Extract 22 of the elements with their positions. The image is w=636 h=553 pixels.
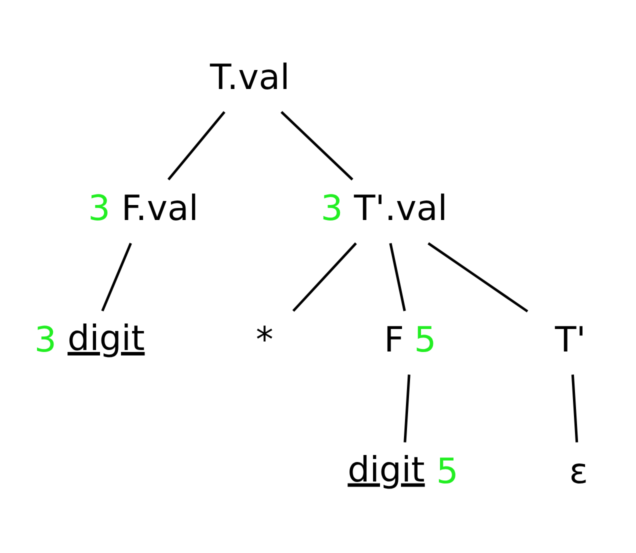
node-text: F xyxy=(384,320,404,360)
connector xyxy=(280,110,354,180)
node-text: T.val xyxy=(210,57,290,98)
node-text: T'.val xyxy=(354,188,448,229)
connector xyxy=(389,242,406,311)
connector xyxy=(404,374,410,442)
node-label: 3 xyxy=(320,188,343,229)
connector xyxy=(428,242,528,312)
node-label: 3 xyxy=(34,320,56,360)
node-text: digit xyxy=(348,450,425,490)
node-text: F.val xyxy=(121,188,198,229)
node-text: * xyxy=(256,320,274,360)
node-label: 5 xyxy=(436,451,458,492)
connector xyxy=(571,374,578,442)
connector xyxy=(168,110,226,180)
node-text: digit xyxy=(68,318,145,358)
node-label: 5 xyxy=(414,320,436,360)
node-label: 3 xyxy=(88,188,110,229)
connector xyxy=(292,242,357,312)
node-text: T' xyxy=(554,320,586,360)
node-text: ε xyxy=(569,451,588,492)
connector xyxy=(101,242,132,311)
